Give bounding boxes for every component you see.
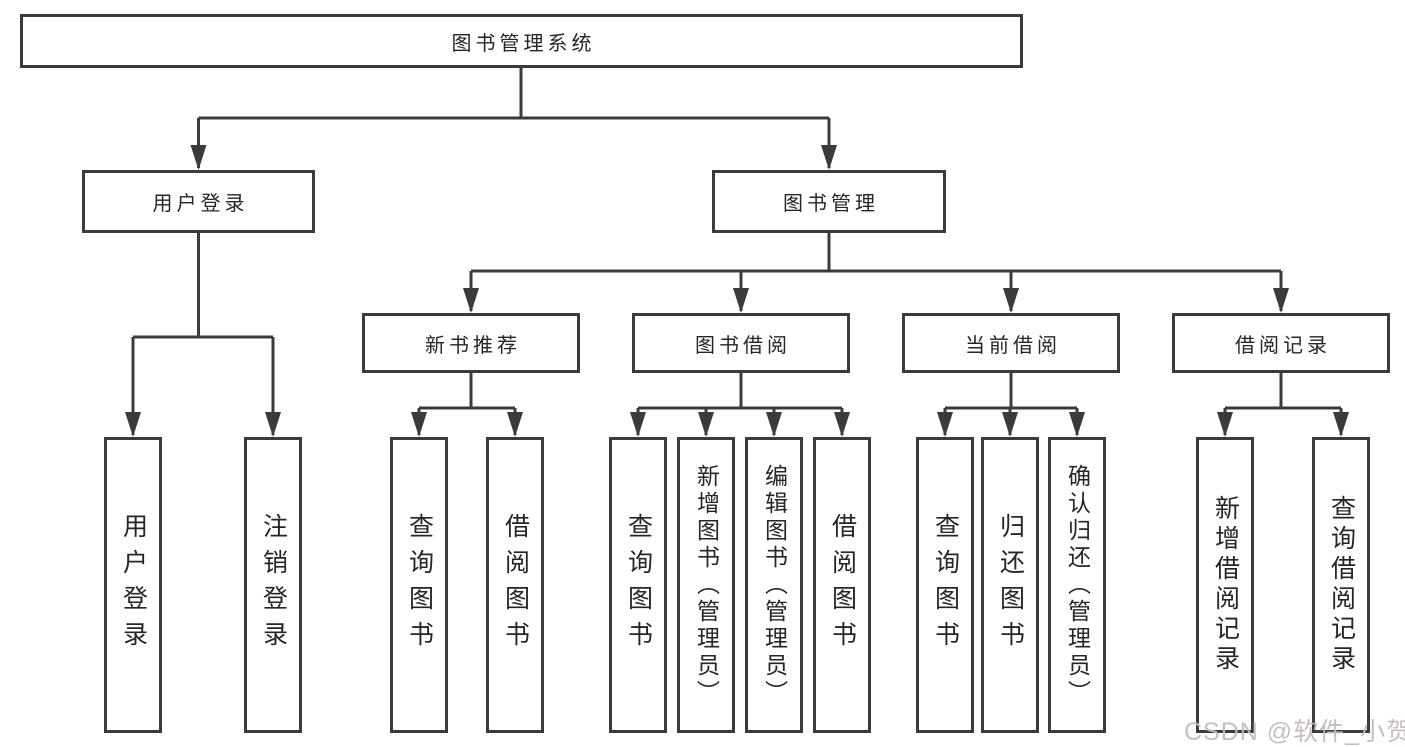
leaf-add-books-admin: 新增图书（管理员） bbox=[677, 437, 735, 733]
node-borrowing-records: 借阅记录 bbox=[1172, 313, 1390, 373]
node-new-book-recommendation: 新书推荐 bbox=[362, 313, 580, 373]
connector-user-login-branch bbox=[131, 233, 275, 435]
arrowheads bbox=[125, 145, 1349, 437]
node-book-management: 图书管理 bbox=[712, 170, 946, 233]
leaf-borrow-books-borrowing: 借阅图书 bbox=[813, 437, 871, 733]
leaf-logout: 注销登录 bbox=[244, 437, 302, 733]
leaf-edit-books-admin: 编辑图书（管理员） bbox=[745, 437, 803, 733]
leaf-user-login: 用户登录 bbox=[104, 437, 162, 733]
connector-root-branch bbox=[197, 68, 831, 168]
leaf-query-books-current: 查询图书 bbox=[916, 437, 974, 733]
leaf-add-borrow-record: 新增借阅记录 bbox=[1196, 437, 1254, 733]
leaf-return-books: 归还图书 bbox=[981, 437, 1039, 733]
leaf-query-books-borrowing: 查询图书 bbox=[609, 437, 667, 733]
connector-book-management-branch bbox=[469, 233, 1283, 311]
leaf-borrow-books-recommend: 借阅图书 bbox=[486, 437, 544, 733]
csdn-watermark: CSDN @软件_小贺同学 bbox=[1184, 718, 1405, 746]
node-current-borrowing: 当前借阅 bbox=[902, 313, 1120, 373]
node-library-management-system: 图书管理系统 bbox=[20, 14, 1023, 68]
connector-submodule-branches bbox=[417, 373, 1343, 435]
node-book-borrowing: 图书借阅 bbox=[632, 313, 850, 373]
node-user-login: 用户登录 bbox=[82, 170, 315, 233]
leaf-query-borrow-record: 查询借阅记录 bbox=[1312, 437, 1370, 733]
leaf-confirm-return-admin: 确认归还（管理员） bbox=[1048, 437, 1106, 733]
leaf-query-books-recommend: 查询图书 bbox=[390, 437, 448, 733]
